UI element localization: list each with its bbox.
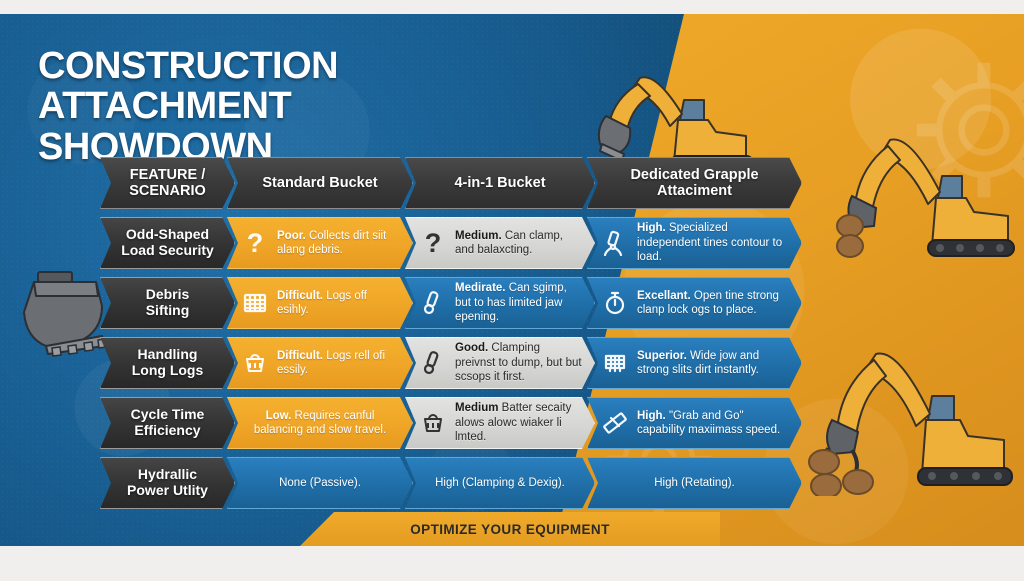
gear-icon	[904, 50, 1024, 210]
cell-text: Difficult. Logs rell ofi essily.	[277, 349, 386, 376]
question-mark-icon: ?	[424, 227, 442, 258]
cell-r5-c1[interactable]: None (Passive).	[227, 457, 413, 509]
cell-text: Good. Clamping preivnst to dump, but but…	[455, 342, 582, 384]
excavator-illustration-bottom	[806, 306, 1024, 496]
poster-background: CONSTRUCTION ATTACHMENT SHOWDOWN	[0, 14, 1024, 546]
cell-text: Low. Requires canful balancing and slow …	[253, 409, 387, 436]
cell-text: Medium. Can clamp, and balaxcting.	[455, 229, 563, 256]
table-header-row: FEATURE / SCENARIO Standard Bucket 4-in-…	[100, 157, 802, 217]
basket-icon	[240, 348, 270, 378]
cell-text: Difficult. Logs off esihly.	[277, 289, 367, 316]
cell-r4-c1[interactable]: Low. Requires canful balancing and slow …	[227, 397, 413, 449]
cell-r4-c3[interactable]: High. "Grab and Go" capability maxiimass…	[587, 397, 802, 449]
cell-text: Superior. Wide jow and strong slits dirt…	[637, 349, 760, 376]
page-title: CONSTRUCTION ATTACHMENT SHOWDOWN	[38, 46, 598, 167]
excavator-illustration-top	[596, 44, 776, 174]
header-label-text: FEATURE / SCENARIO	[129, 166, 206, 199]
ruler-icon	[600, 408, 630, 438]
cell-text: None (Passive).	[279, 476, 361, 489]
header-dedicated-grapple: Dedicated Grapple Attaciment	[587, 157, 802, 209]
excavator-illustration-middle	[836, 100, 1024, 260]
grapple-icon	[600, 228, 630, 258]
cell-text: High. Specialized independent tines cont…	[637, 222, 783, 264]
excavator-bucket-illustration	[12, 266, 116, 358]
cell-text: Medium Batter secaity alows alowc wiaker…	[455, 402, 572, 444]
cell-r2-c3[interactable]: Excellant. Open tine strong clanp lock o…	[587, 277, 802, 329]
cell-r4-c2[interactable]: Medium Batter secaity alows alowc wiaker…	[405, 397, 595, 449]
footer-text: OPTIMIZE YOUR EQUIPMENT	[410, 521, 610, 537]
cell-r5-c3[interactable]: High (Retating).	[587, 457, 802, 509]
cell-text: Medirate. Can sgimp, but to has limited …	[455, 282, 567, 324]
cell-r5-c2[interactable]: High (Clamping & Dexig).	[405, 457, 595, 509]
clamp-icon	[418, 288, 448, 318]
question-mark-icon: ?	[246, 227, 264, 258]
cell-text: Excellant. Open tine strong clanp lock o…	[637, 289, 779, 316]
cell-text: High (Retating).	[654, 476, 735, 489]
cell-r1-c3[interactable]: High. Specialized independent tines cont…	[587, 217, 802, 269]
grate-icon	[600, 348, 630, 378]
cell-text: High (Clamping & Dexig).	[435, 476, 565, 489]
comparison-table: FEATURE / SCENARIO Standard Bucket 4-in-…	[100, 157, 802, 517]
cell-r3-c3[interactable]: Superior. Wide jow and strong slits dirt…	[587, 337, 802, 389]
cell-text: Poor. Collects dirt siit alang debris.	[277, 229, 387, 256]
cell-text: High. "Grab and Go" capability maxiimass…	[637, 409, 781, 436]
clamp-icon	[418, 348, 448, 378]
cell-r2-c2[interactable]: Medirate. Can sgimp, but to has limited …	[405, 277, 595, 329]
stopwatch-icon	[600, 288, 630, 318]
title-line-1: CONSTRUCTION ATTACHMENT	[38, 45, 339, 128]
cell-r1-c1[interactable]: ? Poor. Collects dirt siit alang debris.	[227, 217, 413, 269]
cell-r2-c1[interactable]: Difficult. Logs off esihly.	[227, 277, 413, 329]
cell-r1-c2[interactable]: ? Medium. Can clamp, and balaxcting.	[405, 217, 595, 269]
header-feature-scenario: FEATURE / SCENARIO	[100, 157, 235, 209]
sieve-icon	[240, 288, 270, 318]
header-standard-bucket: Standard Bucket	[227, 157, 413, 209]
header-4-in-1-bucket: 4-in-1 Bucket	[405, 157, 595, 209]
footer-banner: OPTIMIZE YOUR EQUIPMENT	[300, 512, 720, 546]
basket-icon	[418, 408, 448, 438]
cell-r3-c2[interactable]: Good. Clamping preivnst to dump, but but…	[405, 337, 595, 389]
cell-r3-c1[interactable]: Difficult. Logs rell ofi essily.	[227, 337, 413, 389]
